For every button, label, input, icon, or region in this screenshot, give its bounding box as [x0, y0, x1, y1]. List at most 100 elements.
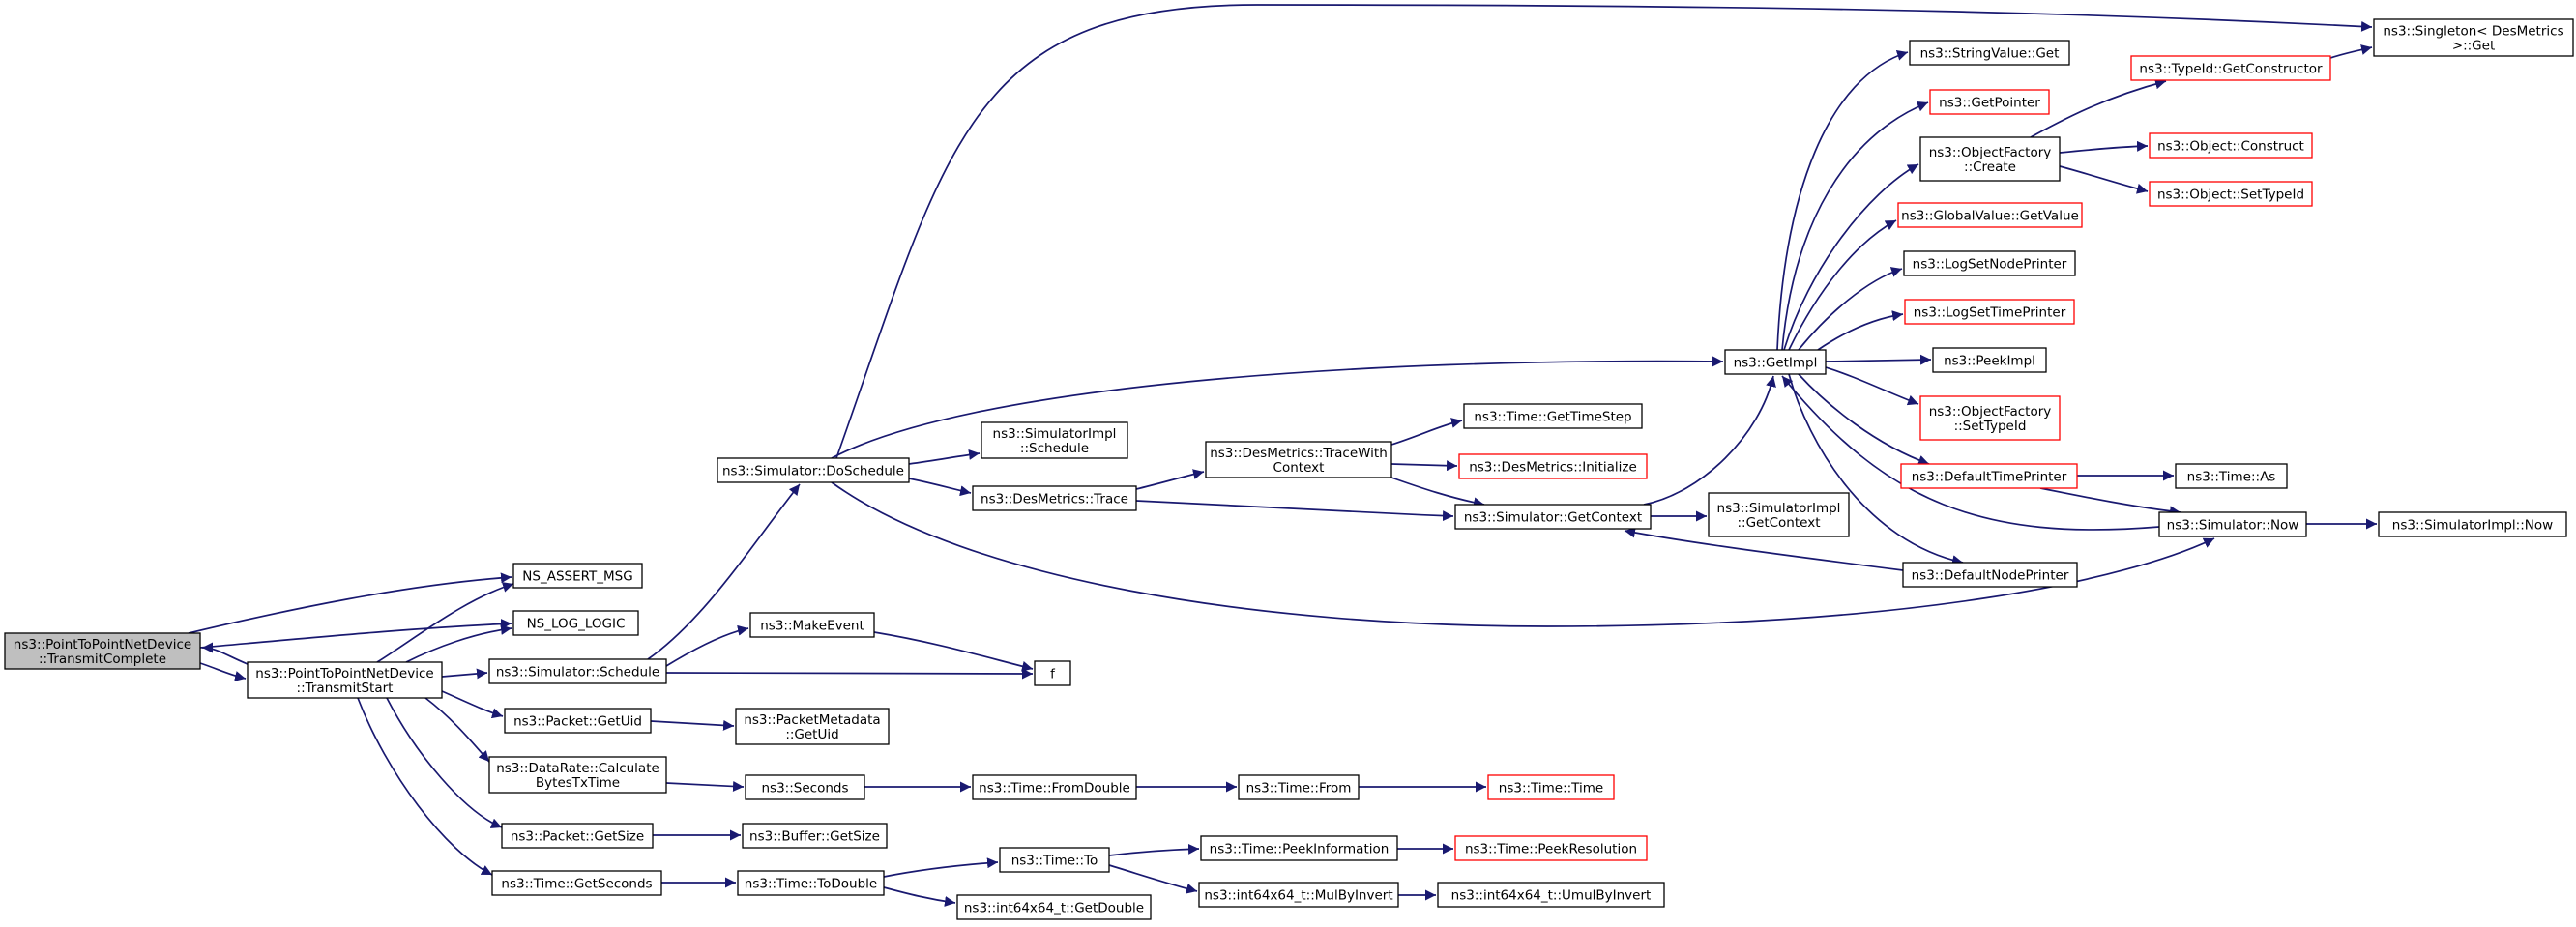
node-label: ns3::int64x64_t::MulByInvert	[1204, 888, 1392, 904]
node-transmit_start[interactable]: ns3::PointToPointNetDevice::TransmitStar…	[247, 661, 443, 699]
edge-transmit_start-to-time_getseconds	[357, 697, 493, 876]
node-label: ns3::ObjectFactory	[1929, 145, 2052, 160]
node-simimpl_now[interactable]: ns3::SimulatorImpl::Now	[2378, 511, 2567, 537]
node-object_settypeid[interactable]: ns3::Object::SetTypeId	[2149, 181, 2313, 207]
node-label: ns3::Object::Construct	[2157, 139, 2304, 155]
edge-transmit_start-to-sim_schedule	[441, 668, 488, 680]
node-logsettimeprinter[interactable]: ns3::LogSetTimePrinter	[1904, 299, 2075, 325]
node-typeid_getconstructor[interactable]: ns3::TypeId::GetConstructor	[2130, 55, 2331, 81]
node-pktmeta_getuid[interactable]: ns3::PacketMetadata::GetUid	[735, 708, 890, 745]
node-time_time[interactable]: ns3::Time::Time	[1487, 774, 1615, 800]
node-getimpl[interactable]: ns3::GetImpl	[1724, 349, 1827, 375]
edge-getimpl-to-objfactory_settypeid	[1825, 366, 1919, 406]
node-int64_mulbyinvert[interactable]: ns3::int64x64_t::MulByInvert	[1198, 882, 1399, 908]
node-time_from[interactable]: ns3::Time::From	[1238, 774, 1360, 800]
node-sim_doschedule[interactable]: ns3::Simulator::DoSchedule	[717, 457, 910, 483]
node-singleton_get[interactable]: ns3::Singleton< DesMetrics >::Get	[2373, 18, 2574, 57]
node-stringvalue_get[interactable]: ns3::StringValue::Get	[1909, 40, 2070, 66]
node-time_to[interactable]: ns3::Time::To	[999, 847, 1110, 873]
edge-getimpl-to-logsetnodeprinter	[1798, 267, 1903, 351]
node-int64_getdouble[interactable]: ns3::int64x64_t::GetDouble	[956, 894, 1152, 920]
node-objfactory_settypeid[interactable]: ns3::ObjectFactory::SetTypeId	[1919, 395, 2061, 441]
node-peekimpl[interactable]: ns3::PeekImpl	[1932, 347, 2047, 373]
edge-sim_now-to-getimpl	[1781, 375, 2160, 531]
node-label: ns3::GetImpl	[1734, 356, 1818, 371]
node-globalvalue_getvalue[interactable]: ns3::GlobalValue::GetValue	[1897, 202, 2083, 228]
node-time_as[interactable]: ns3::Time::As	[2175, 463, 2288, 489]
edge-time_to-to-time_peekinfo	[1108, 843, 1200, 856]
edge-root-to-transmit_start	[199, 662, 247, 681]
node-packet_getsize[interactable]: ns3::Packet::GetSize	[501, 823, 654, 849]
edge-time_todouble-to-int64_getdouble	[883, 886, 956, 907]
edge-root-to-ns_log_logic	[199, 619, 512, 649]
node-int64_umulbyinvert[interactable]: ns3::int64x64_t::UmulByInvert	[1437, 882, 1665, 908]
edge-getimpl-to-stringvalue_get	[1776, 50, 1909, 351]
node-simimpl_getcontext[interactable]: ns3::SimulatorImpl::GetContext	[1708, 492, 1850, 537]
node-label: ns3::Time::ToDouble	[745, 877, 877, 892]
edge-transmit_start-to-packet_getsize	[386, 697, 503, 828]
node-desmetrics_trace[interactable]: ns3::DesMetrics::Trace	[972, 485, 1137, 511]
node-box	[2373, 18, 2574, 57]
node-getpointer[interactable]: ns3::GetPointer	[1929, 89, 2050, 115]
edge-sim_doschedule-to-simimpl_schedule	[908, 449, 981, 465]
node-makeevent[interactable]: ns3::MakeEvent	[749, 612, 875, 638]
node-time_gettimestep[interactable]: ns3::Time::GetTimeStep	[1463, 403, 1643, 429]
node-box	[2130, 55, 2331, 81]
node-box	[1454, 504, 1652, 530]
node-ns_assert_msg[interactable]: NS_ASSERT_MSG	[512, 563, 643, 589]
node-label: ns3::SimulatorImpl	[993, 426, 1117, 442]
node-packet_getuid[interactable]: ns3::Packet::GetUid	[504, 708, 652, 734]
edge-objfactory_create-to-typeid_getconstructor	[2030, 78, 2167, 138]
node-time_peekres[interactable]: ns3::Time::PeekResolution	[1454, 835, 1648, 861]
node-box	[512, 610, 639, 636]
node-desmetrics_init[interactable]: ns3::DesMetrics::Initialize	[1458, 453, 1648, 479]
node-label: ns3::PointToPointNetDevice	[255, 666, 433, 681]
node-defaulttimeprinter[interactable]: ns3::DefaultTimePrinter	[1900, 463, 2078, 489]
node-time_getseconds[interactable]: ns3::Time::GetSeconds	[491, 870, 662, 896]
node-root[interactable]: ns3::PointToPointNetDevice::TransmitComp…	[4, 632, 201, 670]
node-sim_schedule[interactable]: ns3::Simulator::Schedule	[488, 658, 667, 684]
node-sim_getcontext[interactable]: ns3::Simulator::GetContext	[1454, 504, 1652, 530]
edge-getimpl-to-defaulttimeprinter	[1798, 373, 1930, 466]
node-time_todouble[interactable]: ns3::Time::ToDouble	[737, 870, 885, 896]
node-box	[1454, 835, 1648, 861]
node-simimpl_schedule[interactable]: ns3::SimulatorImpl::Schedule	[981, 421, 1128, 459]
node-logsetnodeprinter[interactable]: ns3::LogSetNodePrinter	[1903, 250, 2076, 276]
edge-desmetrics_trace-to-sim_getcontext	[1135, 500, 1454, 522]
node-label: f	[1050, 667, 1056, 682]
node-box	[1929, 89, 2050, 115]
node-sim_now[interactable]: ns3::Simulator::Now	[2158, 511, 2307, 537]
node-box	[1904, 299, 2075, 325]
edge-defaulttimeprinter-to-sim_now	[2039, 487, 2181, 517]
node-label: ns3::Singleton< DesMetrics	[2383, 24, 2563, 40]
node-buffer_getsize[interactable]: ns3::Buffer::GetSize	[742, 823, 888, 849]
node-label: ns3::Buffer::GetSize	[749, 829, 880, 845]
edge-sim_doschedule-to-sim_now	[831, 481, 2215, 627]
node-label: ns3::DesMetrics::Trace	[981, 492, 1128, 507]
node-time_fromdouble[interactable]: ns3::Time::FromDouble	[972, 774, 1137, 800]
edge-getimpl-to-defaultnodeprinter	[1788, 373, 1964, 565]
node-f[interactable]: f	[1034, 660, 1071, 686]
node-seconds[interactable]: ns3::Seconds	[745, 774, 865, 800]
node-label: ns3::Simulator::GetContext	[1464, 510, 1642, 526]
node-label: ns3::MakeEvent	[760, 619, 864, 634]
node-label: ns3::Time::GetTimeStep	[1474, 410, 1631, 425]
node-box	[1724, 349, 1827, 375]
node-objfactory_create[interactable]: ns3::ObjectFactory::Create	[1919, 136, 2061, 182]
edge-defaultnodeprinter-to-sim_getcontext	[1624, 527, 1904, 571]
node-time_peekinfo[interactable]: ns3::Time::PeekInformation	[1200, 835, 1398, 861]
node-box	[512, 563, 643, 589]
node-label: NS_ASSERT_MSG	[522, 569, 632, 585]
node-defaultnodeprinter[interactable]: ns3::DefaultNodePrinter	[1902, 562, 2078, 588]
node-box	[4, 632, 201, 670]
node-label: ::Schedule	[1020, 441, 1089, 456]
node-ns_log_logic[interactable]: NS_LOG_LOGIC	[512, 610, 639, 636]
node-box	[1205, 441, 1392, 478]
node-label: ns3::Time::PeekResolution	[1465, 842, 1637, 857]
node-label: ::TransmitComplete	[39, 652, 166, 667]
node-label: >::Get	[2452, 39, 2495, 54]
node-object_construct[interactable]: ns3::Object::Construct	[2149, 132, 2313, 159]
